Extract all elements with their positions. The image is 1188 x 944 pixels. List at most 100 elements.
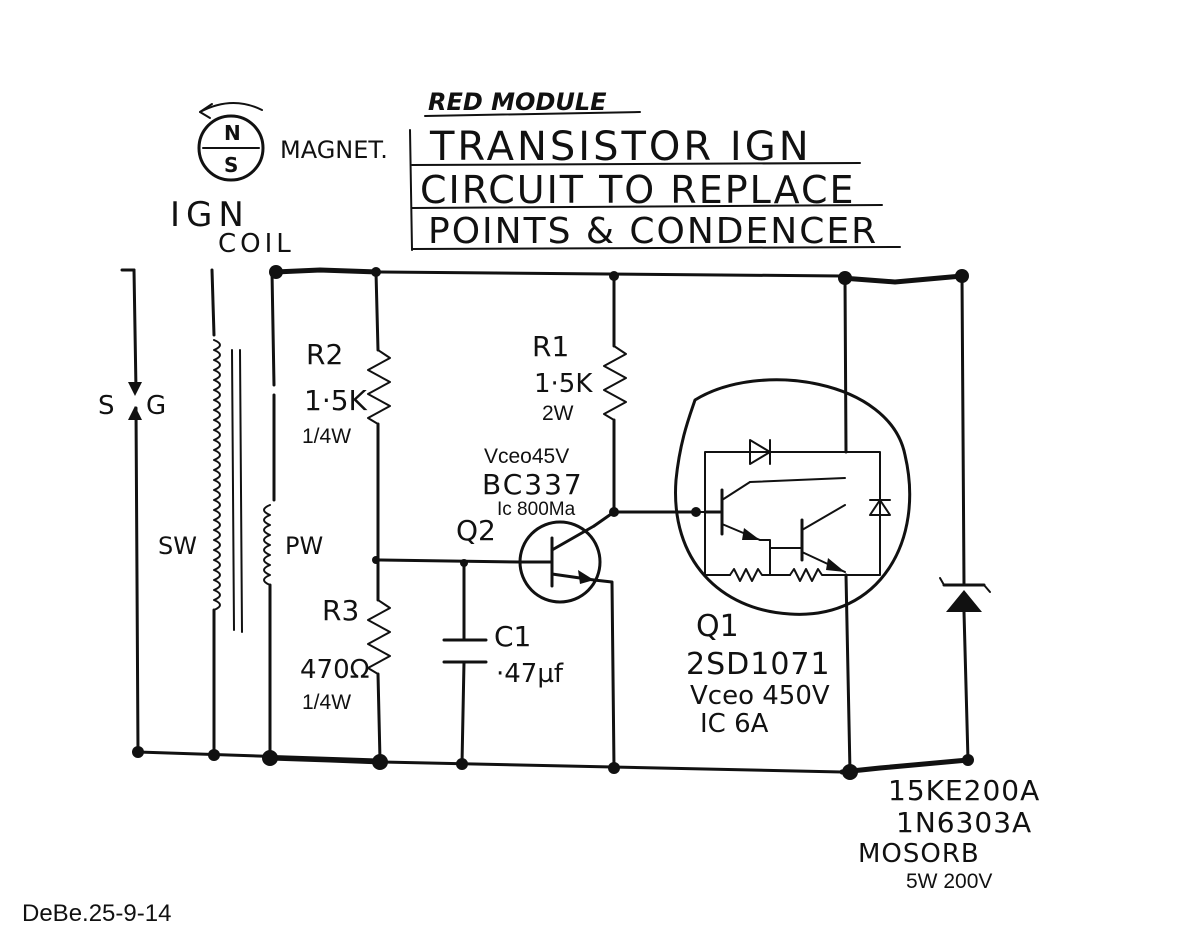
sg-lower-wire <box>134 406 140 754</box>
tvs-type: MOSORB <box>858 839 980 869</box>
magnet-south: S <box>224 153 238 177</box>
q2-name: Q2 <box>456 514 496 547</box>
q1-emitter-lead <box>844 573 852 774</box>
title-underline-2 <box>411 204 883 209</box>
pw-top-lead <box>270 270 276 387</box>
junction <box>838 271 852 285</box>
title-left-bracket <box>409 129 413 251</box>
r2-rating: 1/4W <box>302 425 351 448</box>
top-rail-right-heavy <box>839 273 965 285</box>
magnet-symbol: N S MAGNET. <box>197 101 388 182</box>
magnet-circle <box>197 114 265 182</box>
divider-to-base-wire <box>376 558 522 564</box>
junction <box>955 269 969 283</box>
title-line-1: TRANSISTOR IGN <box>429 124 812 170</box>
c1-junction <box>460 559 468 567</box>
secondary-winding: SW <box>158 268 221 754</box>
r1-zigzag <box>603 345 627 421</box>
q1-envelope <box>674 378 912 616</box>
r3-bottom-lead <box>376 672 382 762</box>
r3-zigzag <box>367 599 391 675</box>
secondary-coil-icon <box>213 339 221 611</box>
magnet-label: MAGNET. <box>280 136 388 164</box>
tvs-part2: 1N6303A <box>896 806 1032 839</box>
q2-collector <box>550 524 596 552</box>
tvs-bottom-lead <box>962 610 970 762</box>
r3-name: R3 <box>322 594 359 627</box>
r3-value: 470Ω <box>300 655 370 685</box>
junction <box>208 749 220 761</box>
title-block: RED MODULE TRANSISTOR IGN CIRCUIT TO REP… <box>409 88 901 252</box>
subtitle-underline <box>424 111 641 117</box>
q2-part: BC337 <box>482 468 584 501</box>
secondary-label: SW <box>158 532 197 560</box>
sw-top-lead <box>210 268 216 337</box>
tvs-part1: 15KE200A <box>888 774 1040 807</box>
r1-name: R1 <box>532 330 569 363</box>
c1-value: ·47µf <box>496 659 564 689</box>
spark-gap-g: G <box>146 391 166 421</box>
q1-interstage <box>759 539 803 549</box>
r2-name: R2 <box>306 338 343 371</box>
spark-gap-s: S <box>98 391 115 421</box>
spark-gap-upper-arrow-icon <box>128 382 142 396</box>
tvs-diode: 15KE200A 1N6303A MOSORB 5W 200V <box>858 274 1040 893</box>
r1-resistor: R1 1·5K 2W <box>532 274 627 514</box>
primary-winding: PW <box>263 270 323 754</box>
q1-internal-resistor-2 <box>789 568 846 582</box>
r2-resistor: R2 1·5K 1/4W <box>302 270 391 562</box>
q1-collector-lead <box>843 276 848 454</box>
magnet-north: N <box>224 121 241 145</box>
q1-darlington: Q1 2SD1071 Vceo 450V IC 6A <box>674 378 912 739</box>
r2-zigzag <box>367 349 391 425</box>
q1-internal-diode-icon <box>749 439 771 465</box>
r2-value: 1·5K <box>304 384 368 417</box>
q1-drv-collector <box>721 481 751 501</box>
rotation-arc <box>199 101 263 113</box>
r3-resistor: R3 470Ω 1/4W <box>300 558 391 762</box>
q1-name: Q1 <box>696 609 739 644</box>
coil-label-line2: COIL <box>218 229 295 259</box>
footer-signature: DeBe.25-9-14 <box>22 900 171 927</box>
junction <box>371 267 381 277</box>
q1-part: 2SD1071 <box>686 647 831 682</box>
core-line-2 <box>239 349 243 633</box>
tvs-bar-flags <box>939 577 991 593</box>
q1-damper-diode-icon <box>869 499 891 516</box>
c1-capacitor: C1 ·47µf <box>442 559 564 766</box>
tvs-rating: 5W 200V <box>906 870 992 893</box>
q2-vceo: Vceo45V <box>484 445 569 468</box>
junction <box>262 750 278 766</box>
junction <box>132 746 144 758</box>
c1-bottom-lead <box>460 660 466 766</box>
q1-vceo: Vceo 450V <box>690 681 830 711</box>
junction <box>456 758 468 770</box>
rotation-arrow-icon <box>199 103 213 119</box>
title-line-3: POINTS & CONDENCER <box>428 211 878 252</box>
bottom-rail-left-heavy <box>267 755 385 765</box>
q1-out-collector <box>801 504 846 531</box>
tvs-diode-icon <box>946 590 982 612</box>
junction <box>269 265 283 279</box>
junction <box>842 764 858 780</box>
q2-ic: Ic 800Ma <box>497 499 576 520</box>
core-line-1 <box>231 349 235 631</box>
junction <box>372 754 388 770</box>
junction-dots <box>132 265 974 780</box>
subtitle-red-module: RED MODULE <box>428 88 607 116</box>
junction <box>962 754 974 766</box>
title-underline-3 <box>411 246 901 250</box>
primary-coil-icon <box>263 504 271 586</box>
junction <box>609 271 619 281</box>
top-rail-left-heavy <box>272 267 381 275</box>
q1-damper-loop <box>844 451 881 576</box>
q1-out-emitter-arrow-icon <box>826 558 845 572</box>
primary-label: PW <box>285 532 323 560</box>
q2-emitter-arrow-icon <box>578 570 594 584</box>
q2-transistor: Vceo45V BC337 Ic 800Ma Q2 <box>456 445 616 770</box>
q1-internal-resistor-1 <box>729 568 791 582</box>
sg-upper-wire <box>132 268 138 392</box>
q1-drv-emitter-arrow-icon <box>742 528 760 540</box>
q1-drv-collector-wire <box>749 477 846 483</box>
